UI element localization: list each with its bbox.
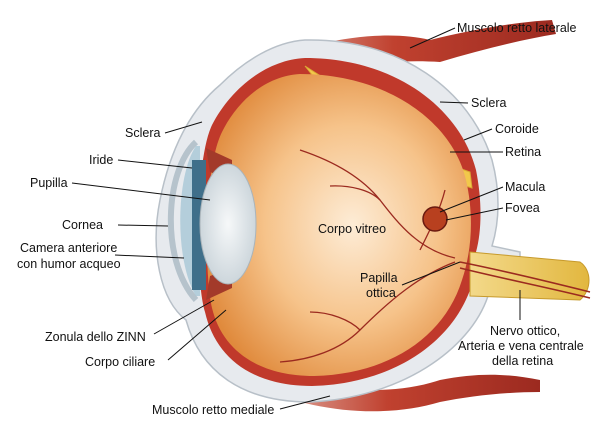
label-zonula: Zonula dello ZINN — [45, 330, 146, 344]
label-camera-line1: Camera anteriore — [20, 241, 117, 255]
label-muscolo-retto-laterale: Muscolo retto laterale — [457, 21, 577, 35]
label-macula: Macula — [505, 180, 545, 194]
label-nervo-line1: Nervo ottico, — [490, 324, 560, 338]
fovea-marker — [422, 206, 448, 232]
label-corpo-ciliare: Corpo ciliare — [85, 355, 155, 369]
iris — [192, 160, 206, 290]
label-sclera-left: Sclera — [125, 126, 160, 140]
cornea — [167, 139, 199, 303]
label-pupilla: Pupilla — [30, 176, 68, 190]
leader-lines — [71, 27, 521, 410]
label-muscolo-retto-mediale: Muscolo retto mediale — [152, 403, 274, 417]
label-retina: Retina — [505, 145, 541, 159]
label-papilla-line1: Papilla — [360, 271, 398, 285]
label-corpo-vitreo: Corpo vitreo — [318, 222, 386, 236]
label-sclera-right: Sclera — [471, 96, 506, 110]
label-nervo-line2: Arteria e vena centrale — [458, 339, 584, 353]
label-iride: Iride — [89, 153, 113, 167]
ciliary-body — [206, 148, 232, 300]
label-coroide: Coroide — [495, 122, 539, 136]
label-fovea: Fovea — [505, 201, 540, 215]
label-nervo-line3: della retina — [492, 354, 553, 368]
lens — [199, 163, 257, 285]
central-artery-vein — [459, 261, 591, 299]
label-camera-line2: con humor acqueo — [17, 257, 121, 271]
vitreous-body — [206, 74, 471, 376]
label-papilla-line2: ottica — [366, 286, 396, 300]
optic-nerve — [469, 251, 590, 301]
label-cornea: Cornea — [62, 218, 103, 232]
